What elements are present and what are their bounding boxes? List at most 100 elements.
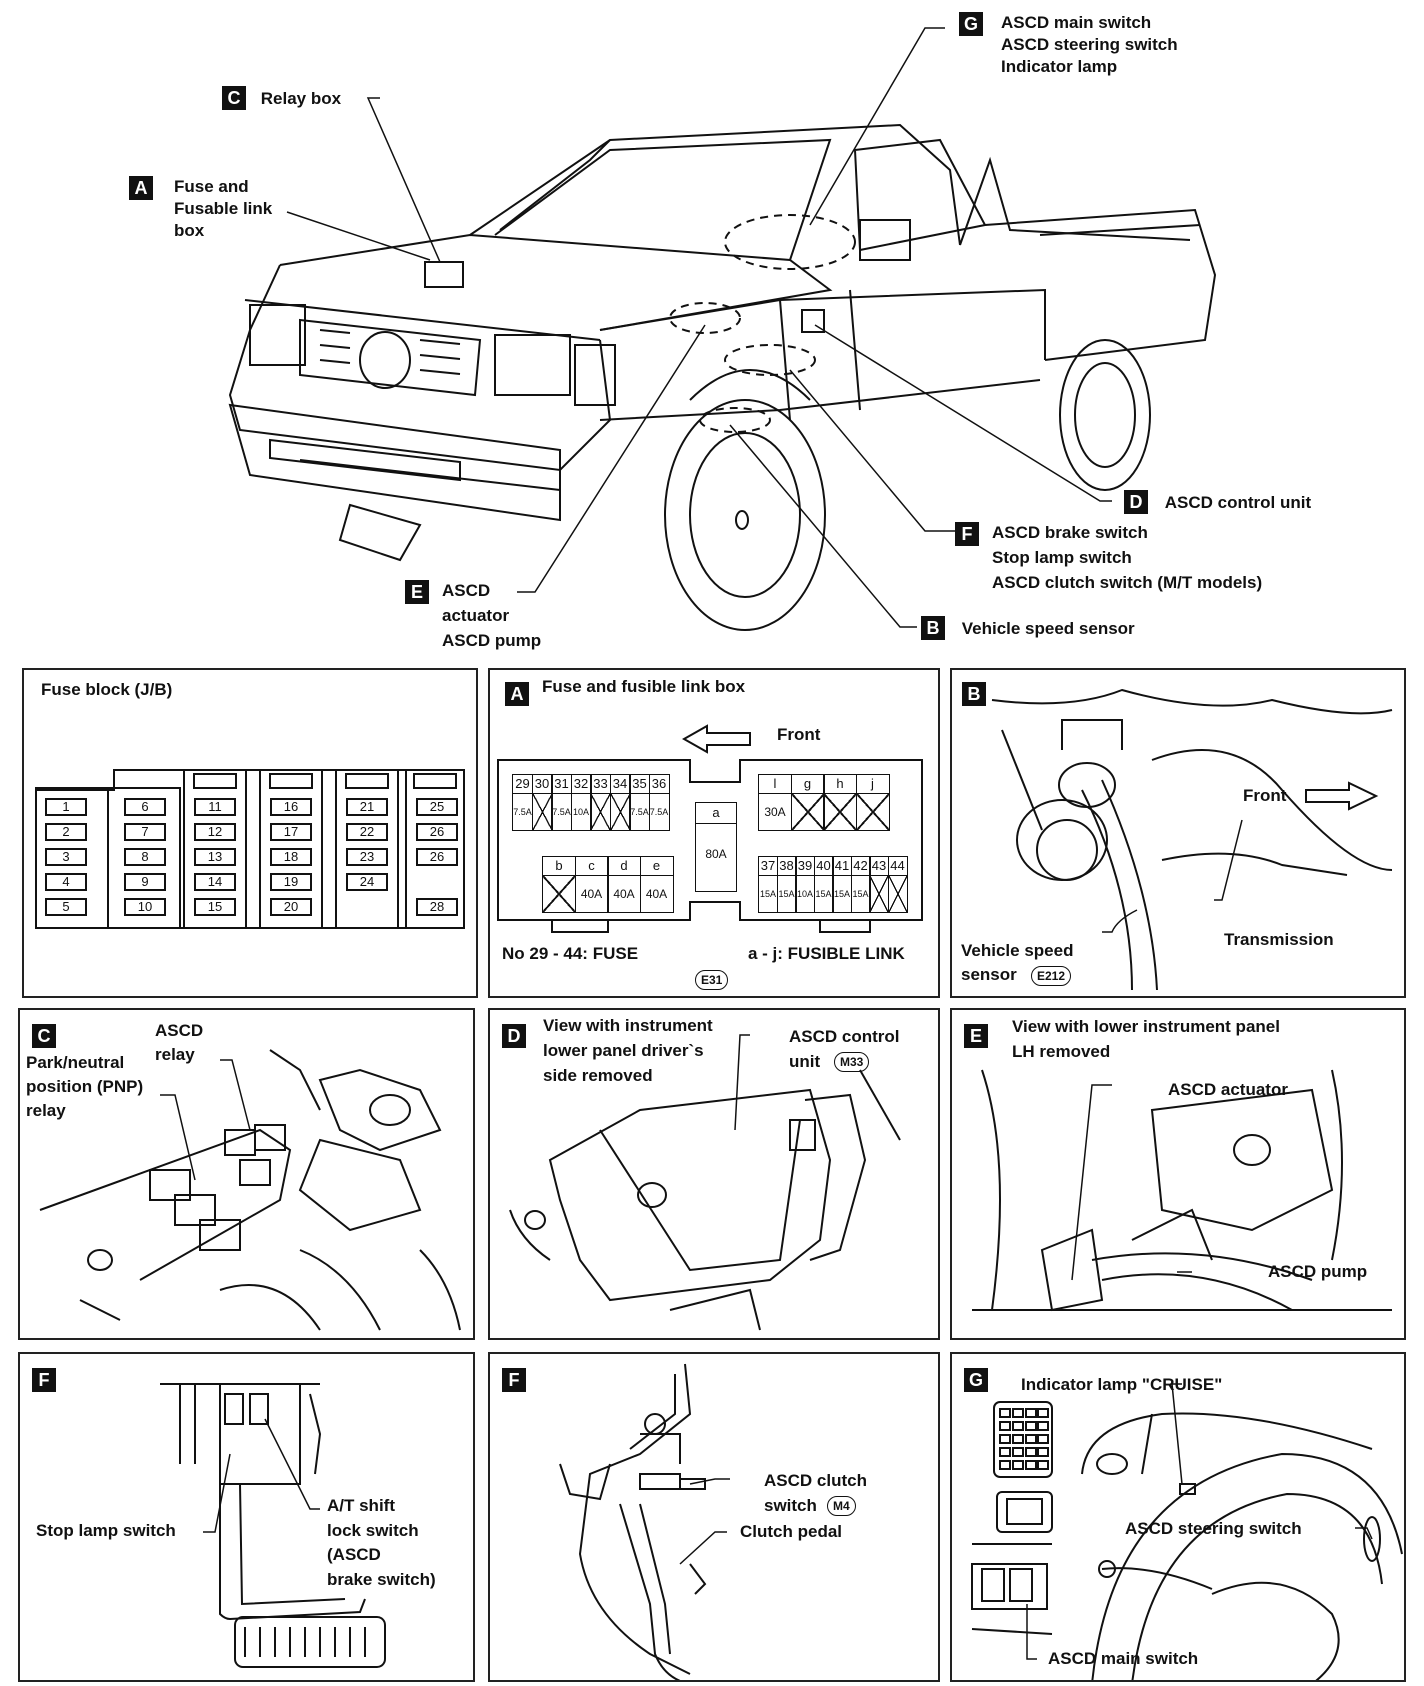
fuse-30-empty [531, 792, 553, 831]
callout-a-line1: Fuse and [174, 177, 249, 196]
steering-wheel-illustration [971, 1383, 1403, 1680]
fuse-29-val: 7.5A [512, 792, 533, 831]
fuse-36-num: 36 [648, 774, 670, 794]
at-shift-lock-label-4: brake switch) [327, 1570, 436, 1589]
fuse-row-29-36: 29 30 31 32 33 34 35 36 7.5A 7.5A 10A 7.… [512, 774, 670, 831]
fuse-3: 3 [45, 848, 87, 866]
badge-f: F [955, 522, 979, 546]
fuse-39-num: 39 [795, 856, 815, 876]
fuse-16: 16 [270, 798, 312, 816]
fusible-d-val: 40A [607, 874, 641, 913]
stop-lamp-switch-label: Stop lamp switch [36, 1521, 176, 1540]
fusible-link-caption: a - j: FUSIBLE LINK [748, 944, 905, 963]
fuse-block-title: Fuse block (J/B) [41, 680, 173, 699]
fuse-15: 15 [194, 898, 236, 916]
fusible-j-empty [855, 792, 890, 831]
ascd-clutch-switch-label-2: switch [764, 1496, 817, 1515]
control-unit-illustration [509, 1034, 901, 1331]
fuse-14: 14 [194, 873, 236, 891]
pnp-relay-label-3: relay [26, 1101, 66, 1120]
panel-a-badge: A [505, 682, 529, 706]
fuse-25: 25 [416, 798, 458, 816]
fuse-43-empty [869, 874, 889, 913]
panel-e: E View with lower instrument panel LH re… [950, 1008, 1406, 1340]
panel-e-view-1: View with lower instrument panel [1012, 1017, 1280, 1036]
fuse-44-num: 44 [887, 856, 908, 876]
badge-c: C [222, 86, 246, 110]
badge-a: A [129, 176, 153, 200]
fuse-33-num: 33 [590, 774, 611, 794]
fuse-13: 13 [194, 848, 236, 866]
connector-e31: E31 [695, 970, 729, 990]
callout-d-label: ASCD control unit [1164, 493, 1312, 512]
fusible-row-bcde: b c d e 40A 40A 40A [542, 856, 674, 913]
fuse-block-diagram [35, 769, 465, 929]
fuse-22: 22 [346, 823, 388, 841]
ascd-control-unit-label-2: unit [789, 1052, 821, 1071]
badge-e: E [405, 580, 429, 604]
vehicle-speed-sensor-label-2: sensor [961, 965, 1017, 984]
actuator-illustration [972, 1069, 1392, 1312]
fuse-41-num: 41 [832, 856, 852, 876]
fuse-17: 17 [270, 823, 312, 841]
indicator-lamp-label: Indicator lamp "CRUISE" [1021, 1375, 1223, 1394]
panel-d-view-2: lower panel driver`s [543, 1041, 704, 1060]
fusible-j-label: j [855, 774, 890, 794]
fuse-10: 10 [124, 898, 166, 916]
fuse-19: 19 [270, 873, 312, 891]
ascd-main-switch-label: ASCD main switch [1048, 1649, 1199, 1668]
callout-c-label: Relay box [260, 89, 342, 108]
panel-f1-badge: F [32, 1368, 56, 1392]
fusible-h-empty [823, 792, 857, 831]
fuse-29-num: 29 [512, 774, 533, 794]
callout-d: D ASCD control unit [1124, 490, 1311, 514]
panel-e-badge: E [964, 1024, 988, 1048]
fuse-37-num: 37 [758, 856, 778, 876]
callout-b: B Vehicle speed sensor [921, 616, 1135, 640]
connector-e212-label: E212 [1031, 966, 1072, 986]
panel-g: G [950, 1352, 1406, 1682]
fuse-24: 24 [346, 873, 388, 891]
fuse-9: 9 [124, 873, 166, 891]
fuse-8: 8 [124, 848, 166, 866]
connector-m33-label: M33 [834, 1052, 870, 1072]
vehicle-speed-sensor-illustration [991, 688, 1393, 991]
fuse-18: 18 [270, 848, 312, 866]
callout-g-line1: ASCD main switch [1001, 13, 1152, 32]
fuse-28: 28 [416, 898, 458, 916]
ascd-clutch-switch-label-1: ASCD clutch [764, 1471, 867, 1490]
fuse-21: 21 [346, 798, 388, 816]
relay-box-illustration [39, 1049, 461, 1331]
ascd-actuator-label: ASCD actuator [1168, 1080, 1288, 1099]
ascd-relay-label-2: relay [155, 1045, 195, 1064]
panel-fuse-block: Fuse block (J/B) 1 2 3 4 5 6 7 8 9 10 11… [22, 668, 478, 998]
fusible-link-a: a 80A [695, 802, 737, 892]
callout-b-label: Vehicle speed sensor [961, 619, 1135, 638]
callout-e-line1: ASCD [442, 581, 491, 600]
fuse-30-num: 30 [531, 774, 553, 794]
fuse-26: 26 [416, 823, 458, 841]
panel-e-view-2: LH removed [1012, 1042, 1111, 1061]
fuse-42-num: 42 [850, 856, 871, 876]
fusible-g-empty [790, 792, 825, 831]
pnp-relay-label-2: position (PNP) [26, 1077, 144, 1096]
fuse-5: 5 [45, 898, 87, 916]
fuse-2: 2 [45, 823, 87, 841]
fuse-32-num: 32 [570, 774, 592, 794]
fuse-20: 20 [270, 898, 312, 916]
connector-m33: M33 [834, 1052, 870, 1072]
badge-b: B [921, 616, 945, 640]
ascd-pump-label: ASCD pump [1268, 1262, 1368, 1281]
callout-g-line3: Indicator lamp [1001, 57, 1118, 76]
fuse-1: 1 [45, 798, 87, 816]
connector-m4: M4 [827, 1496, 856, 1516]
panel-d-view-3: side removed [543, 1066, 653, 1085]
callout-f-line2: Stop lamp switch [992, 548, 1132, 567]
fuse-44-empty [887, 874, 908, 913]
front-arrow-right-icon [1305, 781, 1379, 811]
transmission-label: Transmission [1224, 930, 1334, 949]
fuse-link-outline [497, 759, 923, 933]
fuse-40-num: 40 [813, 856, 834, 876]
fuse-39-val: 10A [795, 874, 815, 913]
clutch-pedal-illustration [559, 1363, 730, 1680]
